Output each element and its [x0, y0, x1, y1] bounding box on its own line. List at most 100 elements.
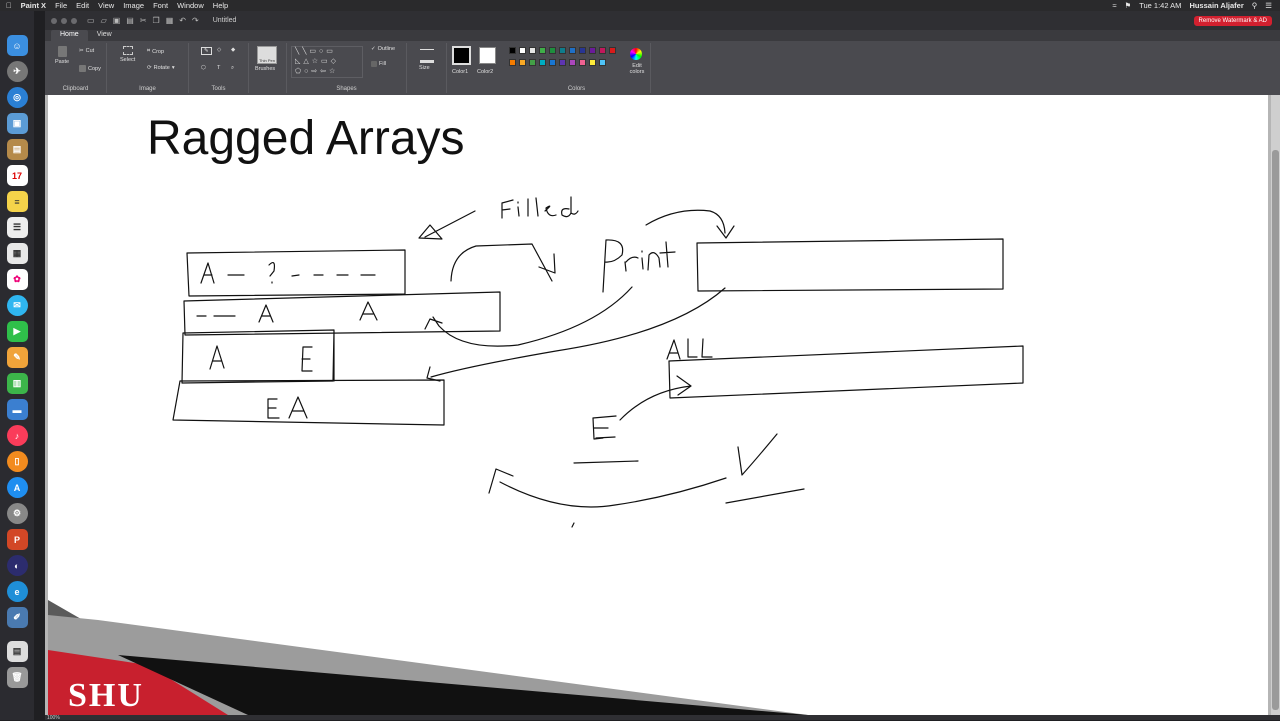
fill-option[interactable]: Fill [371, 61, 386, 67]
redo-icon[interactable]: ↷ [191, 16, 199, 25]
dock-paintx-icon[interactable]: ✐ [6, 607, 28, 628]
dock-launchpad-icon[interactable]: ✈ [6, 61, 28, 82]
dock-powerpoint-icon[interactable]: P [6, 529, 28, 550]
dock-trash-icon[interactable]: 🗑 [6, 667, 28, 688]
dock-reminders-icon[interactable]: ☰ [6, 217, 28, 238]
cut-icon[interactable]: ✂ [139, 16, 147, 25]
menubar-user[interactable]: Hussain Aljafer [1189, 1, 1244, 10]
color-swatch[interactable] [559, 47, 566, 54]
save-icon[interactable]: ▣ [112, 16, 121, 25]
color-swatch[interactable] [599, 47, 606, 54]
color-swatch[interactable] [599, 59, 606, 66]
brush-thumb[interactable]: Thin Pen [257, 46, 277, 64]
rotate-button[interactable]: ⟳Rotate▾ [147, 65, 175, 71]
dock-eclipse-icon[interactable]: ◐ [6, 555, 28, 576]
dock-stickies-icon[interactable]: ▦ [6, 243, 28, 264]
tab-view[interactable]: View [96, 31, 112, 38]
fill-tool[interactable]: ◆ [231, 47, 236, 53]
zoom-window-button[interactable] [71, 17, 77, 24]
color-swatch[interactable] [589, 59, 596, 66]
dock-safari-icon[interactable]: ◎ [6, 87, 28, 108]
dock-notes-icon[interactable]: ≡ [6, 191, 28, 212]
menu-file[interactable]: File [49, 1, 67, 10]
color-swatch[interactable] [529, 47, 536, 54]
pencil-tool[interactable]: ✎ [201, 47, 212, 55]
dock-pages-icon[interactable]: ✎ [6, 347, 28, 368]
list-icon[interactable]: ☰ [1265, 1, 1272, 10]
select-button[interactable]: Select [120, 46, 135, 63]
color-swatch[interactable] [509, 59, 516, 66]
color-swatch[interactable] [569, 47, 576, 54]
brushes-label[interactable]: Brushes [255, 66, 276, 72]
apple-icon[interactable]:  [6, 1, 12, 10]
dock-music-icon[interactable]: ♪ [6, 425, 28, 446]
color-swatch[interactable] [519, 59, 526, 66]
menu-window[interactable]: Window [171, 1, 204, 10]
edit-colors-icon[interactable] [630, 48, 642, 60]
color-swatch[interactable] [529, 59, 536, 66]
color1-swatch[interactable] [452, 46, 471, 65]
color-swatch[interactable] [549, 47, 556, 54]
color-swatch[interactable] [579, 47, 586, 54]
cut-button[interactable]: ✂Cut [79, 48, 95, 54]
dock-preview-icon[interactable]: ▣ [6, 113, 28, 134]
menu-app[interactable]: Paint X [15, 1, 46, 10]
size-button[interactable]: Size [419, 65, 430, 71]
color-swatch[interactable] [569, 59, 576, 66]
vertical-scrollbar[interactable] [1271, 95, 1280, 715]
menu-image[interactable]: Image [117, 1, 144, 10]
magnifier-tool[interactable]: ⌕ [231, 65, 235, 71]
dock-settings-icon[interactable]: ⚙ [6, 503, 28, 524]
crop-button[interactable]: ⌗Crop [147, 48, 165, 55]
dock-calendar-icon[interactable]: 17 [6, 165, 28, 186]
tab-home[interactable]: Home [51, 30, 88, 41]
search-icon[interactable]: ⚲ [1251, 1, 1258, 10]
remove-watermark-button[interactable]: Remove Watermark & AD [1193, 15, 1272, 26]
paste-button[interactable]: Paste [55, 46, 69, 65]
text-tool[interactable]: T [217, 65, 221, 71]
open-file-icon[interactable]: ▱ [100, 16, 107, 25]
dock-edge-icon[interactable]: e [6, 581, 28, 602]
color-swatch[interactable] [589, 47, 596, 54]
color-swatch[interactable] [579, 59, 586, 66]
dock-document-icon[interactable]: ▤ [6, 641, 28, 662]
dock-finder-icon[interactable]: ☺ [6, 35, 28, 56]
flag-icon[interactable]: ⚑ [1124, 1, 1132, 10]
color-swatch[interactable] [509, 47, 516, 54]
menubar-time[interactable]: Tue 1:42 AM [1139, 1, 1182, 10]
menu-font[interactable]: Font [147, 1, 168, 10]
scrollbar-thumb[interactable] [1272, 150, 1279, 710]
dock-keynote-icon[interactable]: ▬ [6, 399, 28, 420]
menu-view[interactable]: View [92, 1, 114, 10]
color-swatch[interactable] [539, 47, 546, 54]
dock-messages-icon[interactable]: ✉ [6, 295, 28, 316]
minimize-window-button[interactable] [61, 17, 67, 24]
wifi-icon[interactable]: ≈ [1112, 1, 1117, 10]
copy-icon[interactable]: ❐ [152, 16, 160, 25]
undo-icon[interactable]: ↶ [179, 16, 186, 25]
picker-tool[interactable]: ⬡ [201, 65, 206, 71]
dock-facetime-icon[interactable]: ▶ [6, 321, 28, 342]
color-swatch[interactable] [559, 59, 566, 66]
new-file-icon[interactable]: ▭ [87, 16, 95, 25]
dock-appstore-icon[interactable]: A [6, 477, 28, 498]
paste-icon[interactable]: ▦ [165, 16, 174, 25]
dock-numbers-icon[interactable]: ▥ [6, 373, 28, 394]
close-window-button[interactable] [51, 17, 57, 24]
color-swatch[interactable] [609, 47, 616, 54]
edit-colors-button[interactable]: Edit colors [629, 63, 645, 75]
color-swatch[interactable] [539, 59, 546, 66]
menu-edit[interactable]: Edit [70, 1, 89, 10]
color2-swatch[interactable] [479, 47, 496, 64]
drawing-canvas[interactable]: Ragged Arrays [48, 95, 1268, 715]
print-icon[interactable]: ▤ [126, 16, 134, 25]
shapes-gallery[interactable]: ╲╲▭○▭◺△☆▭◇⬠○⇨⇦☆ [291, 46, 363, 78]
copy-button[interactable]: Copy [79, 65, 101, 72]
eraser-tool[interactable]: ◇ [217, 47, 222, 53]
dock-books-icon[interactable]: ▯ [6, 451, 28, 472]
color-swatch[interactable] [519, 47, 526, 54]
outline-option[interactable]: ✓Outline [371, 46, 396, 52]
color-swatch[interactable] [549, 59, 556, 66]
dock-photos-icon[interactable]: ✿ [6, 269, 28, 290]
dock-contacts-icon[interactable]: ▤ [6, 139, 28, 160]
